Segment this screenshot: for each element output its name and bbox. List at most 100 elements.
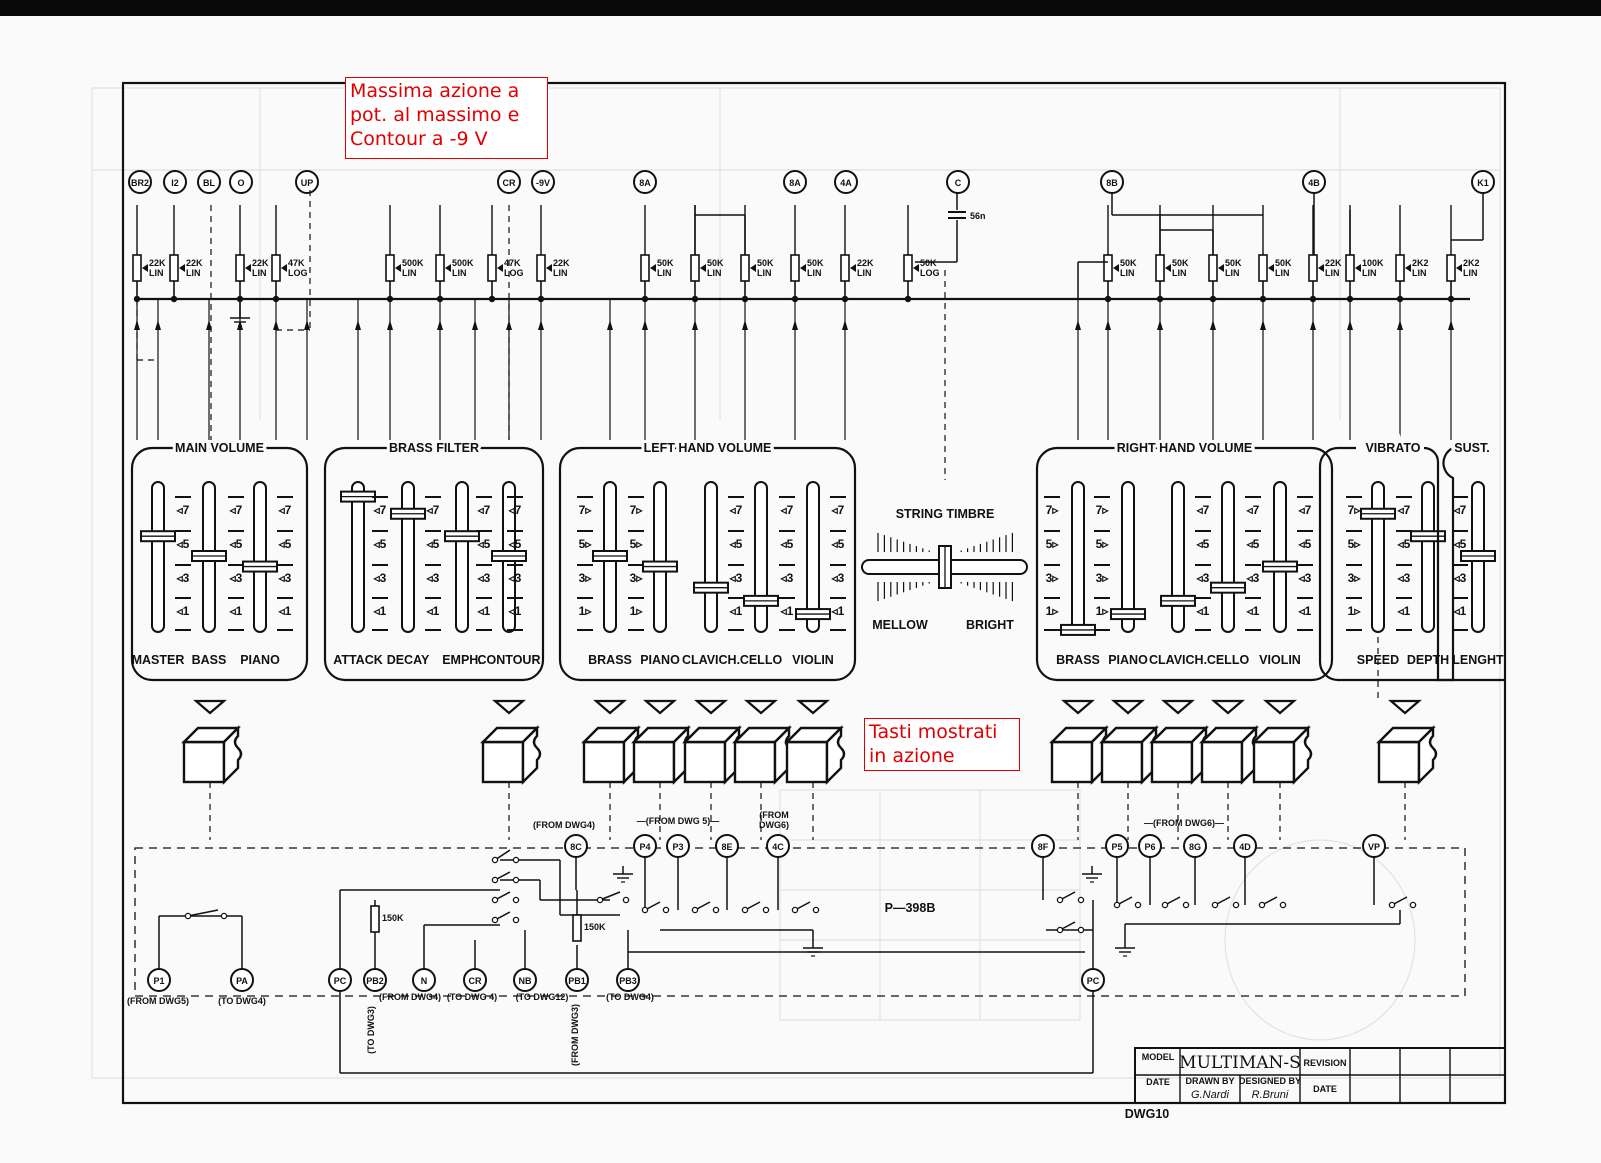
drawing-number: DWG10 — [1125, 1107, 1170, 1121]
pot-taper: LIN — [1362, 268, 1377, 278]
scale-mark: ◃5 — [477, 537, 491, 551]
arrow-up — [355, 320, 361, 330]
capacitor-value: 56n — [970, 211, 986, 221]
scale-mark: ◃1 — [278, 604, 292, 618]
pot-body — [487, 254, 497, 282]
model-value: MULTIMAN-S — [1179, 1053, 1301, 1073]
scale-mark: ◃7 — [780, 503, 794, 517]
pot-body — [1155, 254, 1165, 282]
switch-contact — [512, 876, 520, 884]
switch-bus-dashed — [134, 847, 1466, 997]
connector-c — [946, 170, 970, 194]
node-pc-9-label: PC — [1087, 976, 1100, 986]
scale-mark: ◃5 — [1453, 537, 1467, 551]
pot-taper: LIN — [1172, 268, 1187, 278]
scale-mark: ◃5 — [373, 537, 387, 551]
pot-value: 50K — [1120, 258, 1137, 268]
scale-mark: ◃3 — [373, 571, 387, 585]
tab-key-front — [582, 740, 626, 784]
pot-taper: LIN — [657, 268, 672, 278]
key-indicator-triangle — [694, 699, 728, 715]
fader-label: BRASS — [588, 653, 632, 667]
tab-key-front — [632, 740, 676, 784]
tab-key-front — [1377, 740, 1421, 784]
scale-mark: ◃3 — [1246, 571, 1260, 585]
fader-label: BASS — [192, 653, 227, 667]
scale-mark: ◃3 — [508, 571, 522, 585]
pot-taper: LIN — [252, 268, 267, 278]
scale-mark: ◃5 — [729, 537, 743, 551]
connector-bl-label: BL — [203, 178, 215, 188]
pot-wiper — [800, 264, 806, 272]
scale-mark: ◃3 — [426, 571, 440, 585]
pot-wiper — [750, 264, 756, 272]
pot-body — [1103, 254, 1113, 282]
pot-taper: LIN — [857, 268, 872, 278]
switch-contact — [512, 856, 520, 864]
pot-body — [790, 254, 800, 282]
label-pb2-vertical: (TO DWG3) — [366, 1006, 376, 1054]
pot-wiper — [700, 264, 706, 272]
pot-body — [1208, 254, 1218, 282]
fader-label: BRASS — [1056, 653, 1100, 667]
fader-label: PIANO — [1108, 653, 1148, 667]
fader-label: VIOLIN — [1259, 653, 1301, 667]
scale-mark: ◃3 — [780, 571, 794, 585]
fader-slot — [401, 481, 415, 633]
designed-by-label: DESIGNED BY — [1239, 1076, 1301, 1086]
scale-mark: 1▹ — [630, 604, 644, 618]
switch-contact — [184, 912, 192, 920]
pot-body — [435, 254, 445, 282]
pot-taper: LIN — [402, 268, 417, 278]
pot-value: 50K — [707, 258, 724, 268]
tab-key-side — [1417, 725, 1438, 785]
switch-contact — [1258, 901, 1266, 909]
scale-mark: 3▹ — [630, 571, 644, 585]
connector-cr-label: CR — [503, 178, 516, 188]
arrow-up — [506, 320, 512, 330]
panel-title: RIGHT HAND VOLUME — [1117, 441, 1252, 455]
pot-wiper — [281, 264, 287, 272]
tab-key-front — [1200, 740, 1244, 784]
pot-value: 2K2 — [1463, 258, 1480, 268]
node-8f-r-label: 8F — [1038, 842, 1049, 852]
pot-body — [1308, 254, 1318, 282]
scale-mark: ◃7 — [1453, 503, 1467, 517]
pot-taper: LIN — [757, 268, 772, 278]
fader-slot — [1071, 481, 1085, 633]
pot-body — [1345, 254, 1355, 282]
pot-value: 22K — [857, 258, 874, 268]
arrow-up — [273, 320, 279, 330]
node-p6-r-label: P6 — [1144, 842, 1155, 852]
pot-wiper — [497, 264, 503, 272]
fader-label: CELLO — [1207, 653, 1250, 667]
label-from-dwg6a-2: DWG6) — [759, 820, 789, 830]
pot-value: 50K — [1225, 258, 1242, 268]
arrow-up — [1397, 320, 1403, 330]
arrow-up — [237, 320, 243, 330]
label-pb2: (FROM DWG4) — [379, 992, 441, 1002]
scale-mark: ◃3 — [1196, 571, 1210, 585]
scale-mark: ◃5 — [278, 537, 292, 551]
fader-label: CLAVICH. — [1149, 653, 1207, 667]
pot-wiper — [546, 264, 552, 272]
pot-wiper — [1405, 264, 1411, 272]
pot-taper: LIN — [186, 268, 201, 278]
fader-slot — [1371, 481, 1385, 633]
node-4d-r-label: 4D — [1239, 842, 1251, 852]
fader-slot — [704, 481, 718, 633]
connector-o — [229, 170, 253, 194]
board-id: P—398B — [885, 901, 936, 915]
fader-label: PIANO — [240, 653, 280, 667]
fader-slot — [806, 481, 820, 633]
model-label: MODEL — [1142, 1052, 1175, 1062]
scale-mark: ◃1 — [831, 604, 845, 618]
arrow-up — [1210, 320, 1216, 330]
arrow-up — [742, 320, 748, 330]
switch-blade — [599, 891, 621, 901]
